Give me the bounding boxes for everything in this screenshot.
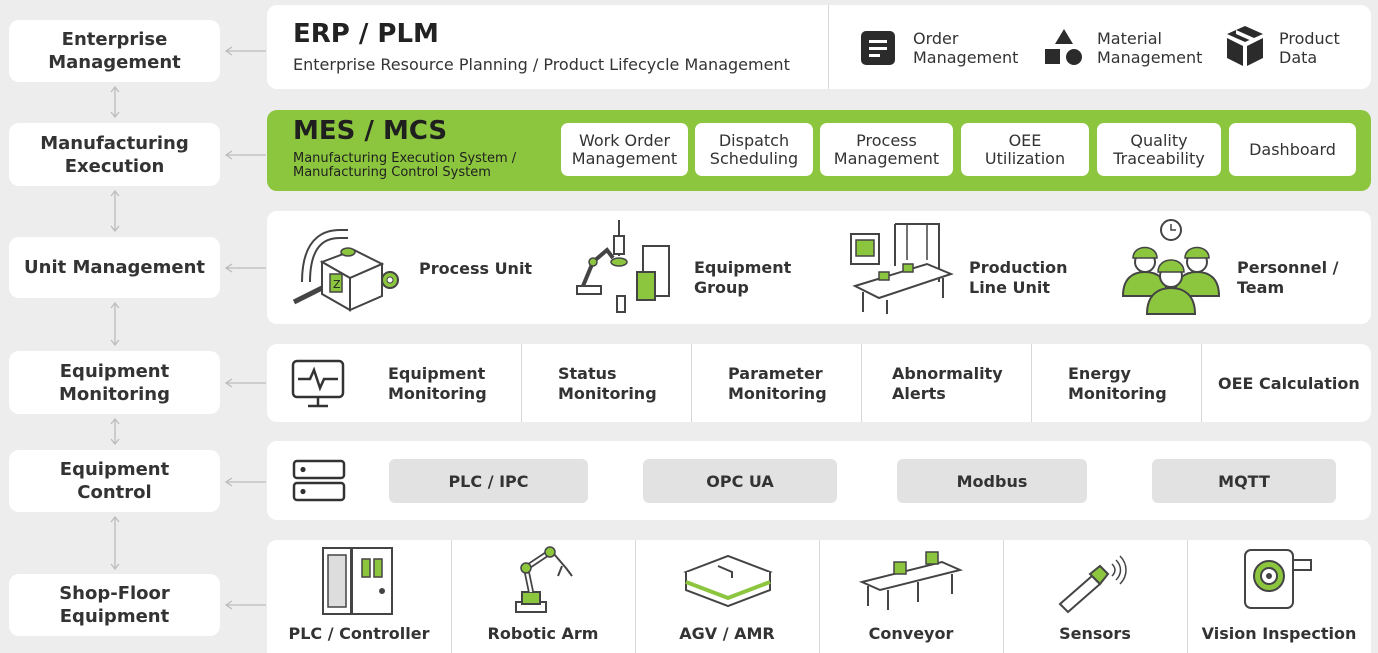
divider — [635, 540, 636, 653]
vertical-double-arrow — [110, 85, 120, 119]
divider — [451, 540, 452, 653]
divider — [1003, 540, 1004, 653]
erp-plm-panel: ERP / PLM Enterprise Resource Planning /… — [267, 5, 1371, 89]
layer-equipment-monitoring: Equipment Monitoring — [9, 351, 220, 414]
document-icon — [861, 31, 895, 65]
protocol-modbus: Modbus — [897, 459, 1087, 503]
divider — [1187, 540, 1188, 653]
layer-shop-floor-equipment: Shop-Floor Equipment — [9, 574, 220, 636]
protocol-plc-ipc: PLC / IPC — [389, 459, 588, 503]
erp-subtitle: Enterprise Resource Planning / Product L… — [293, 55, 790, 74]
unit-process-unit: Process Unit — [419, 259, 533, 278]
unit-equipment-group: Equipment Group — [694, 258, 792, 297]
equipment-vision-inspection: Vision Inspection — [1201, 624, 1357, 643]
camera-icon — [1244, 549, 1312, 609]
plc-icon — [322, 547, 393, 615]
server-icon — [292, 459, 346, 502]
erp-item-order-management: Order Management — [913, 29, 1019, 67]
conveyor-icon — [858, 551, 964, 610]
monitoring-energy: Energy Monitoring — [1068, 364, 1167, 403]
layer-equipment-control: Equipment Control — [9, 450, 220, 512]
unit-personnel-team: Personnel / Team — [1237, 258, 1339, 297]
erp-title: ERP / PLM — [293, 19, 439, 49]
process-unit-icon: Z — [292, 229, 399, 312]
equipment-sensors: Sensors — [1059, 624, 1131, 643]
mes-module-quality: Quality Traceability — [1097, 123, 1221, 176]
sensor-icon — [1058, 555, 1127, 614]
equipment-monitoring-panel — [267, 344, 1371, 422]
mes-subtitle: Manufacturing Execution System / Manufac… — [293, 151, 517, 180]
equipment-conveyor: Conveyor — [868, 624, 954, 643]
vertical-double-arrow — [110, 515, 120, 571]
divider — [691, 344, 692, 422]
divider — [828, 5, 829, 89]
mes-module-oee: OEE Utilization — [961, 123, 1089, 176]
erp-item-material-management: Material Management — [1097, 29, 1203, 67]
connector-arrow — [224, 477, 266, 487]
connector-arrow — [224, 600, 266, 610]
divider — [861, 344, 862, 422]
shapes-icon — [1045, 29, 1082, 65]
equipment-group-icon — [576, 220, 670, 313]
svg-text:Z: Z — [333, 278, 341, 291]
connector-arrow — [224, 378, 266, 388]
monitoring-status: Status Monitoring — [558, 364, 657, 403]
equipment-robotic-arm: Robotic Arm — [487, 624, 599, 643]
divider — [1201, 344, 1202, 422]
agv-icon — [683, 554, 773, 608]
connector-arrow — [224, 46, 266, 56]
monitoring-equipment: Equipment Monitoring — [388, 364, 487, 403]
layer-unit-management: Unit Management — [9, 237, 220, 298]
production-line-icon — [850, 223, 954, 314]
equipment-plc-controller: PLC / Controller — [288, 624, 430, 643]
monitoring-oee-calculation: OEE Calculation — [1218, 374, 1360, 393]
vertical-double-arrow — [110, 417, 120, 446]
mes-module-dispatch: Dispatch Scheduling — [695, 123, 813, 176]
mes-module-work-order: Work Order Management — [561, 123, 688, 176]
connector-arrow — [224, 263, 266, 273]
layer-manufacturing-execution: Manufacturing Execution — [9, 123, 220, 186]
robot-arm-icon — [515, 546, 573, 613]
monitoring-abnormality-alerts: Abnormality Alerts — [892, 364, 1003, 403]
erp-item-product-data: Product Data — [1279, 29, 1340, 67]
monitor-icon — [291, 359, 345, 408]
unit-production-line: Production Line Unit — [969, 258, 1068, 297]
vertical-double-arrow — [110, 189, 120, 233]
equipment-agv-amr: AGV / AMR — [679, 624, 775, 643]
monitoring-parameter: Parameter Monitoring — [728, 364, 827, 403]
layer-enterprise-management: Enterprise Management — [9, 20, 220, 82]
divider — [819, 540, 820, 653]
box-icon — [1227, 26, 1263, 66]
protocol-opc-ua: OPC UA — [643, 459, 837, 503]
connector-arrow — [224, 150, 266, 160]
mes-module-process: Process Management — [820, 123, 953, 176]
personnel-icon — [1121, 219, 1221, 315]
divider — [521, 344, 522, 422]
divider — [1031, 344, 1032, 422]
mes-module-dashboard: Dashboard — [1229, 123, 1356, 176]
protocol-mqtt: MQTT — [1152, 459, 1336, 503]
vertical-double-arrow — [110, 301, 120, 347]
mes-title: MES / MCS — [293, 116, 448, 146]
